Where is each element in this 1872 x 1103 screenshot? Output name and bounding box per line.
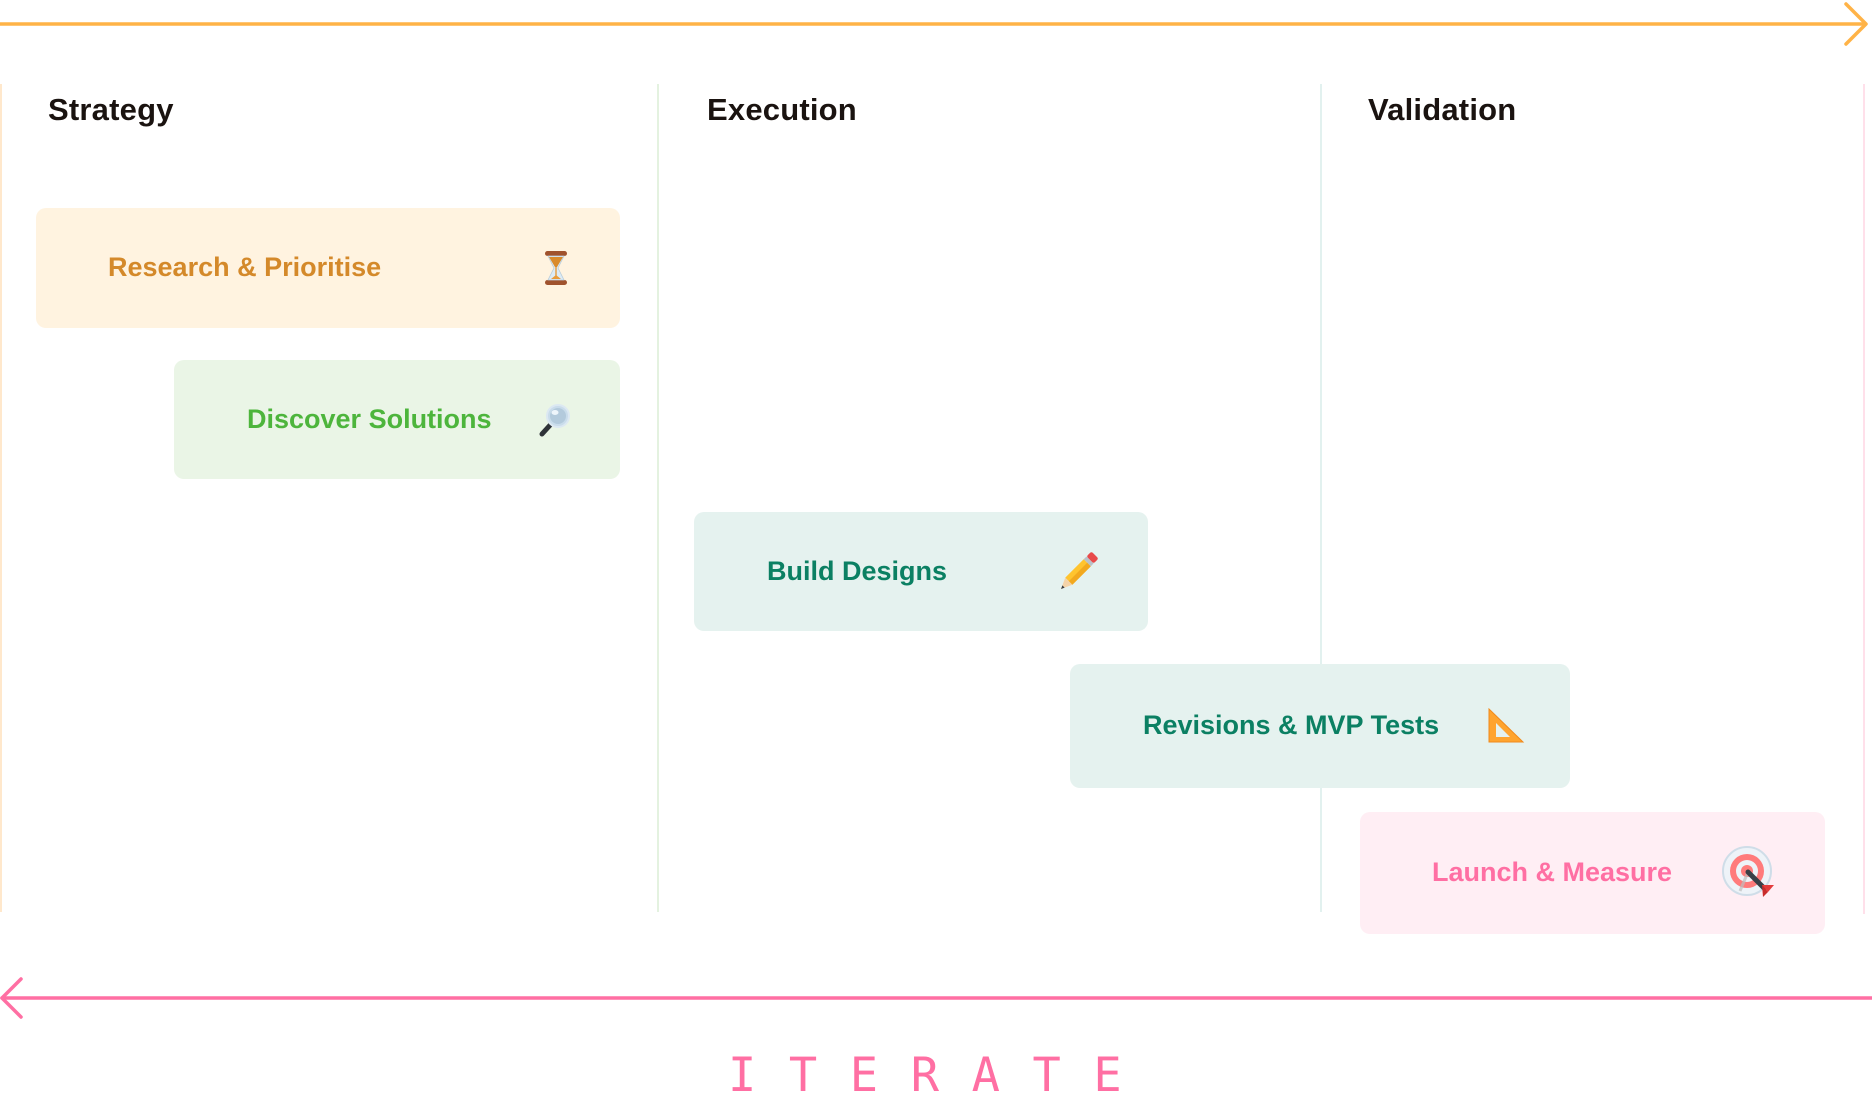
magnifying-glass-icon	[534, 400, 574, 440]
card-label: Discover Solutions	[247, 403, 492, 434]
hourglass-icon	[536, 248, 576, 288]
card-label: Build Designs	[767, 555, 948, 586]
card-label: Research & Prioritise	[108, 251, 382, 282]
card-label: Revisions & MVP Tests	[1143, 709, 1440, 740]
card-label: Launch & Measure	[1432, 856, 1673, 887]
card-discover-solutions: Discover Solutions	[174, 360, 620, 479]
pencil-icon	[1052, 546, 1104, 598]
card-research-prioritise: Research & Prioritise	[36, 208, 620, 328]
column-title-strategy: Strategy	[48, 92, 174, 127]
strategy-column-divider	[0, 84, 2, 912]
validation-column-divider	[1320, 84, 1322, 912]
forward-arrowhead	[1844, 2, 1868, 46]
iterate-label: ITERATE	[728, 1048, 1155, 1103]
execution-column-divider	[657, 84, 659, 912]
column-title-execution: Execution	[707, 92, 857, 127]
iterate-arrowhead	[0, 977, 23, 1019]
target-dart-icon	[1722, 845, 1778, 901]
card-build-designs: Build Designs	[694, 512, 1148, 631]
iterate-arrow	[0, 977, 1872, 1019]
triangle-ruler-icon	[1486, 706, 1526, 746]
forward-arrow	[0, 2, 1868, 46]
card-revisions-mvp-tests: Revisions & MVP Tests	[1070, 664, 1570, 788]
column-title-validation: Validation	[1368, 92, 1517, 127]
right-boundary-divider	[1863, 84, 1865, 914]
card-launch-measure: Launch & Measure	[1360, 812, 1825, 934]
